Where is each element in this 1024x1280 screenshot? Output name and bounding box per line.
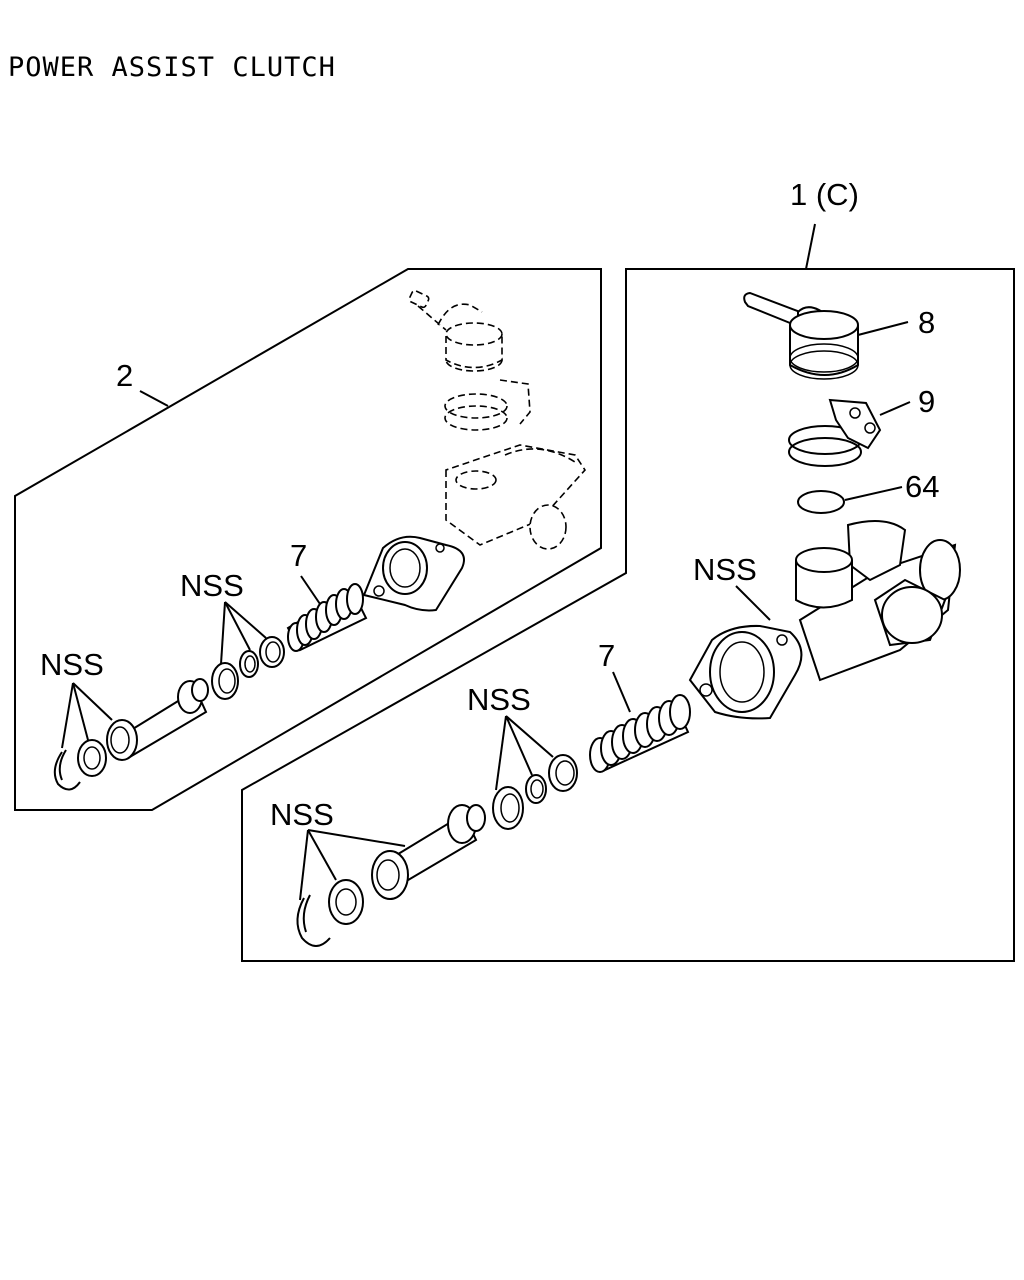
flange-2 — [362, 535, 465, 612]
label-seal-ring-64: 64 — [905, 469, 939, 504]
leader-lines — [61, 223, 911, 901]
reservoir-dashed — [408, 289, 503, 372]
label-nss-body: NSS — [693, 552, 757, 587]
piston-2 — [106, 678, 209, 761]
seal-ring-64 — [797, 490, 845, 514]
spring-1 — [589, 694, 691, 773]
spring-2 — [286, 583, 368, 652]
snap-ring-2 — [53, 739, 107, 791]
label-nss-left-seals: NSS — [180, 568, 244, 603]
label-assembly-2: 2 — [116, 358, 133, 393]
assembly-2-frame — [14, 268, 602, 811]
label-nss-right-seals: NSS — [467, 682, 531, 717]
assembly-1-frame — [241, 268, 1015, 962]
label-nss-left-piston: NSS — [40, 647, 104, 682]
snap-ring-1 — [296, 879, 364, 947]
reservoir-8 — [743, 291, 859, 380]
page-title: POWER ASSIST CLUTCH — [8, 52, 336, 83]
master-cylinder-body-dashed — [445, 444, 587, 550]
master-cylinder-body-1 — [688, 520, 961, 720]
label-spring-7-left: 7 — [290, 538, 307, 573]
seals-1 — [492, 754, 578, 830]
label-assembly-1: 1 (C) — [790, 177, 859, 212]
assembly-1-group — [241, 268, 1015, 962]
seals-2 — [211, 636, 285, 700]
clamp-9 — [788, 398, 882, 467]
callout-labels: 1 (C) 2 8 9 64 7 7 NSS NSS NSS NSS NSS — [40, 177, 939, 832]
label-nss-right-piston: NSS — [270, 797, 334, 832]
label-reservoir-8: 8 — [918, 305, 935, 340]
label-spring-7-right: 7 — [598, 638, 615, 673]
assembly-2-group — [14, 268, 602, 811]
label-clamp-9: 9 — [918, 384, 935, 419]
piston-1 — [371, 804, 486, 900]
clamp-dashed — [444, 379, 531, 431]
